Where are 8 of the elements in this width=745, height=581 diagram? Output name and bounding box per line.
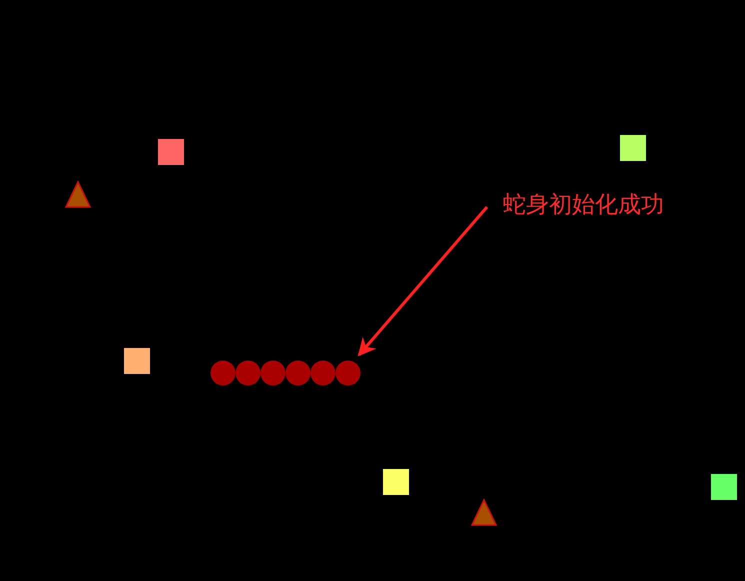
- snake-segment-circle: [236, 360, 260, 386]
- snake-segment-circle: [336, 360, 360, 386]
- arrow: [358, 206, 488, 356]
- snake-segment-circle: [286, 360, 310, 386]
- snake-segment-circle: [210, 360, 236, 386]
- annotation-text: 蛇身初始化成功: [503, 191, 664, 220]
- snake-segment-circle: [310, 360, 336, 386]
- snake-segment-circle: [260, 360, 286, 386]
